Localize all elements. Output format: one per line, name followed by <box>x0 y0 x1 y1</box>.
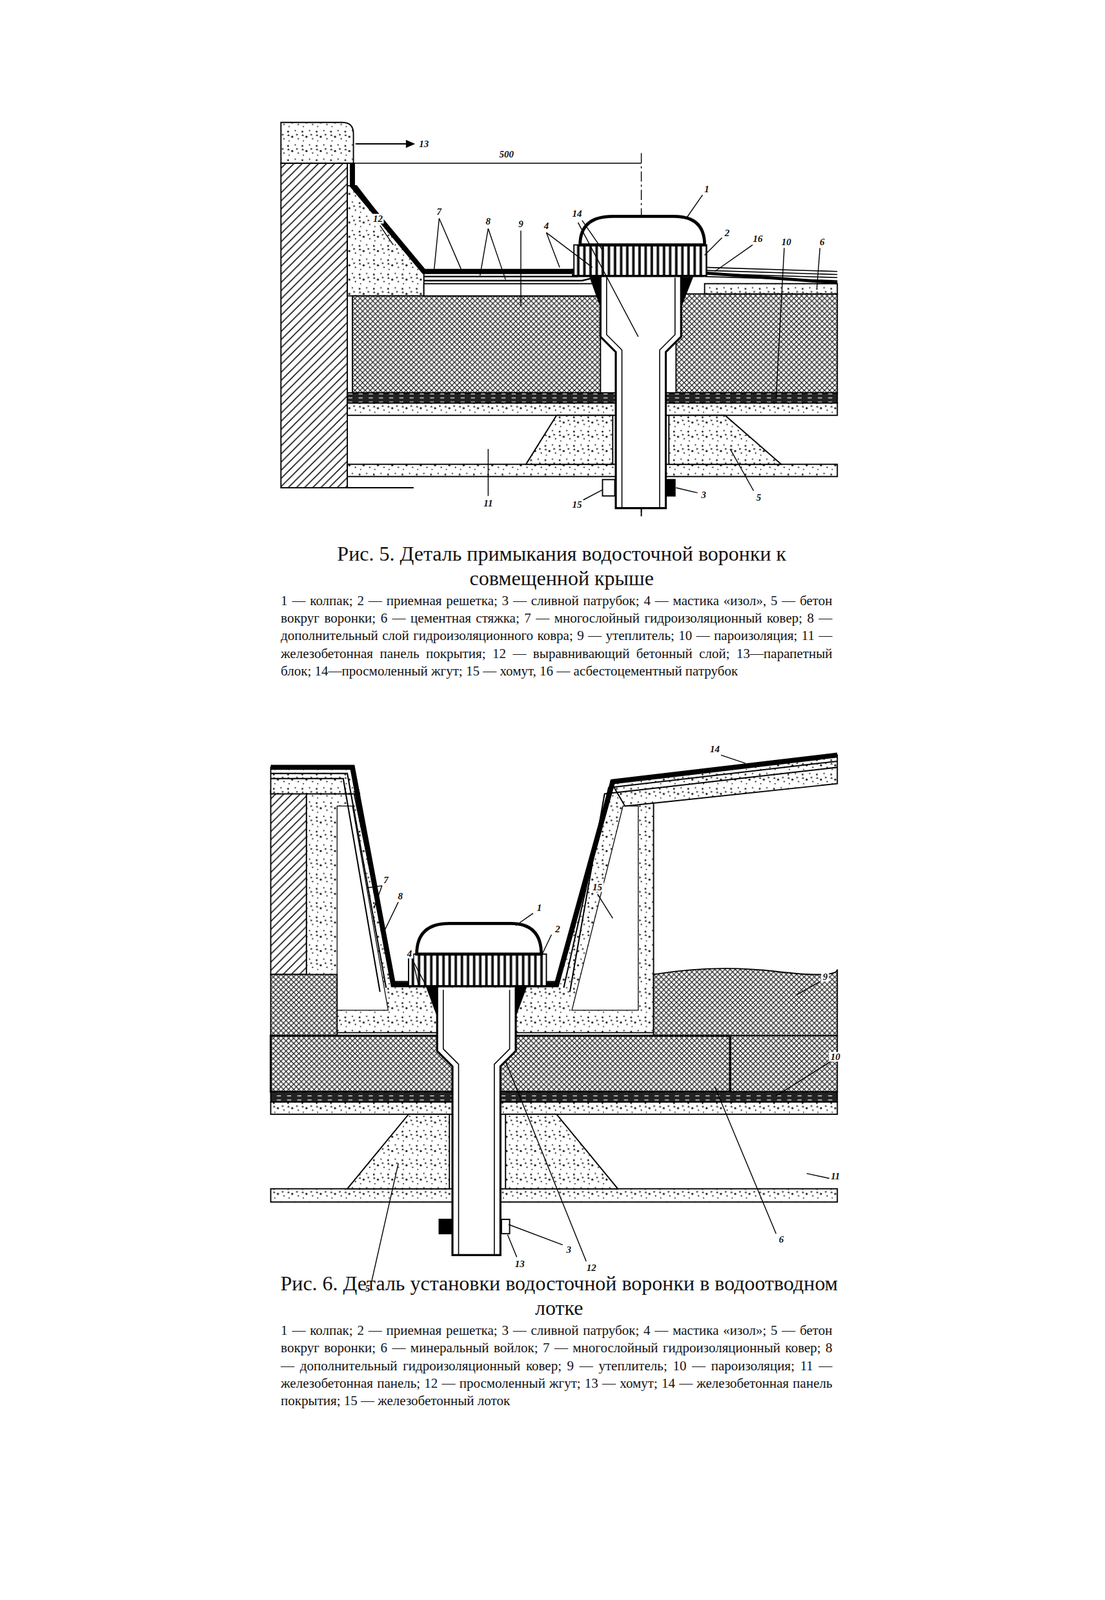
callout-number: 2 <box>723 227 732 238</box>
callout-number: 1 <box>702 183 711 194</box>
callout-number: 8 <box>396 892 405 902</box>
callout-number: 4 <box>405 948 414 959</box>
callout-number: 3 <box>565 1245 574 1255</box>
figure-6 <box>270 755 838 1282</box>
callout-number: 9 <box>517 218 525 229</box>
callout-number: 16 <box>751 234 765 244</box>
callout-number: 12 <box>585 1263 598 1274</box>
callout-number: 11 <box>482 498 494 509</box>
figure-5 <box>280 122 838 518</box>
callout-number: 15 <box>570 499 583 510</box>
callout-number: 12 <box>371 213 385 224</box>
callout-number: 500 <box>498 149 516 159</box>
callout-number: 10 <box>829 1052 842 1062</box>
callout-number: 7 <box>435 206 444 217</box>
callout-number: 2 <box>553 924 562 934</box>
callout-number: 4 <box>542 220 551 231</box>
figure-caption: Рис. 6. Деталь установки водосточной вор… <box>270 1271 848 1322</box>
callout-number: 1 <box>535 902 544 913</box>
callout-number: 10 <box>780 236 793 247</box>
callout-number: 14 <box>708 744 721 755</box>
callout-number: 6 <box>777 1234 786 1245</box>
callout-number: 13 <box>513 1259 527 1269</box>
callout-number: 6 <box>818 236 827 247</box>
callout-number: 14 <box>570 208 583 219</box>
callout-number: 3 <box>699 490 708 501</box>
callout-number: 9 <box>821 972 830 983</box>
callout-number: 8 <box>484 216 493 227</box>
callout-number: 13 <box>417 139 430 150</box>
callout-number: 7 <box>382 875 390 885</box>
figure-legend: 1 — колпак; 2 — приемная решетка; 3 — сл… <box>280 592 832 681</box>
figure-legend: 1 — колпак; 2 — приемная решетка; 3 — сл… <box>280 1322 832 1411</box>
callout-number: 15 <box>591 882 604 893</box>
callout-number: 5 <box>755 492 763 503</box>
callout-number: 11 <box>829 1171 842 1182</box>
figure-caption: Рис. 5. Деталь примыкания водосточной во… <box>275 541 848 592</box>
